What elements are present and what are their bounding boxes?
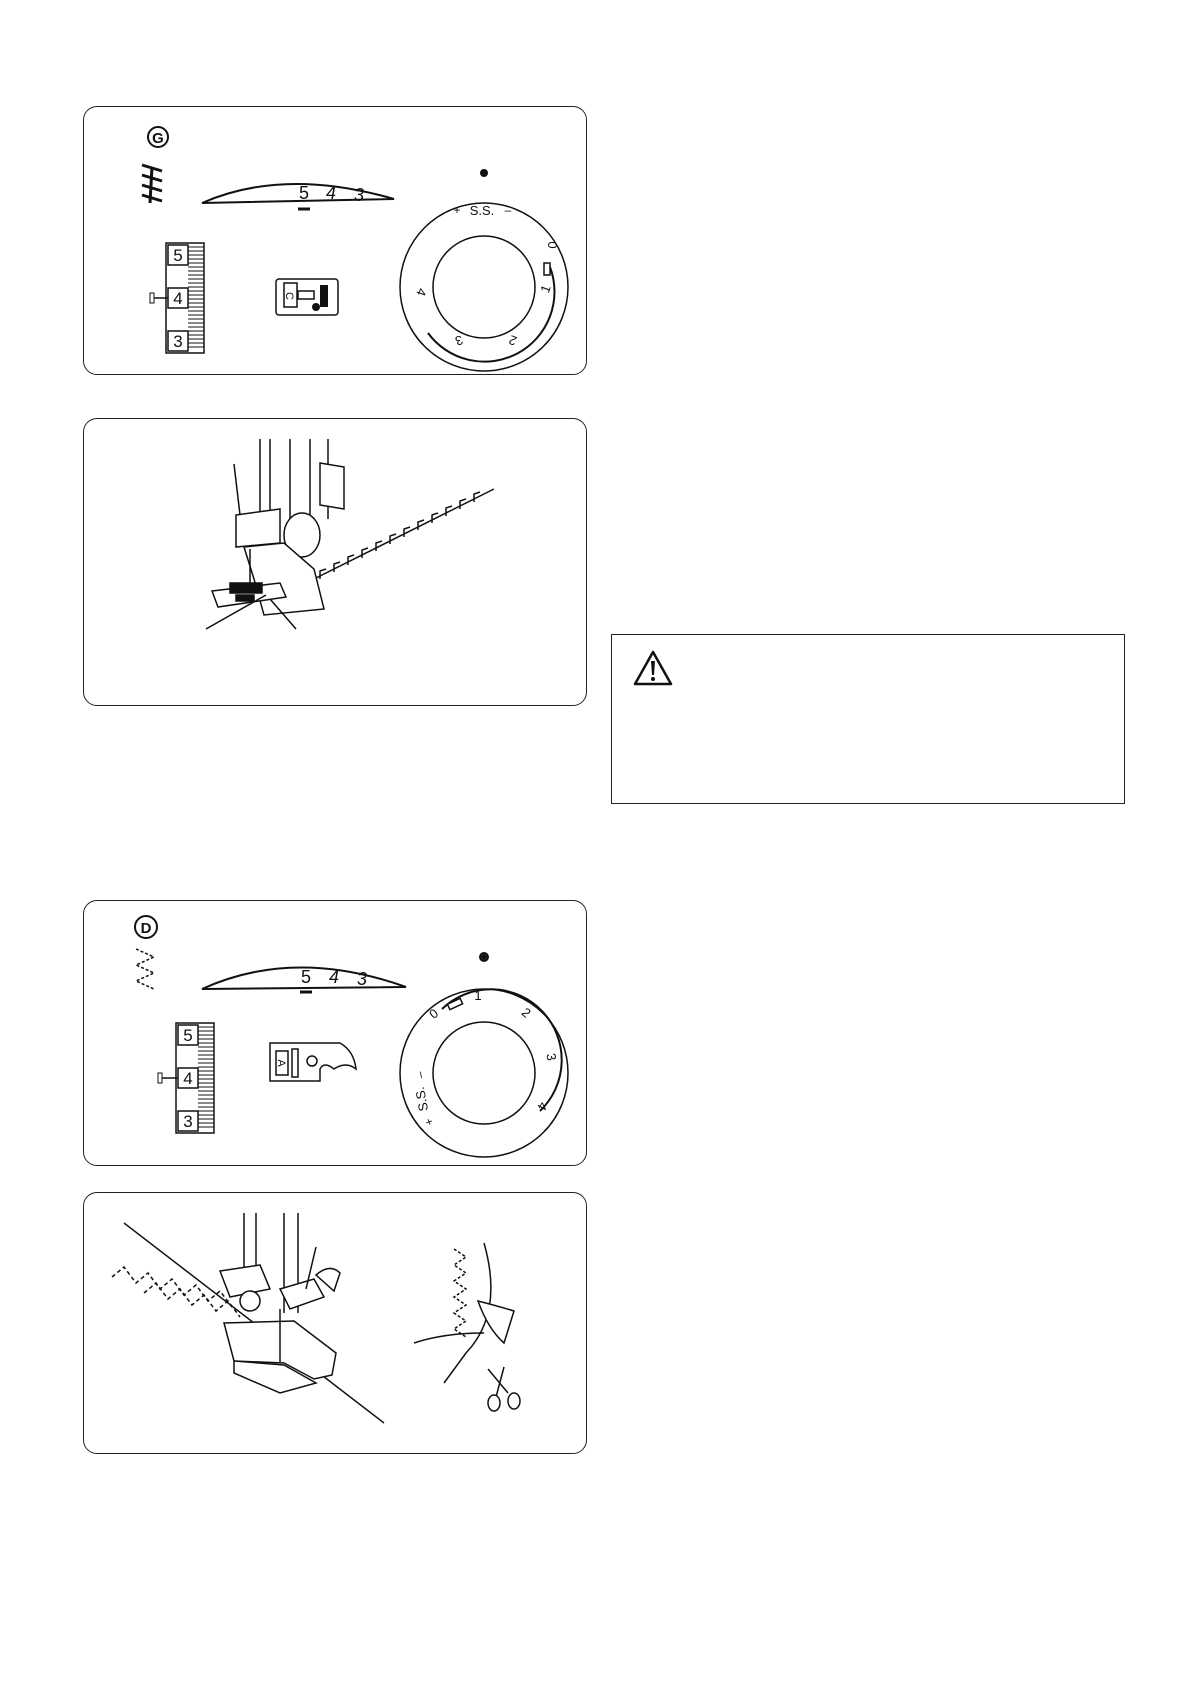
dial-4: 4 (413, 286, 430, 298)
dial-3: 3 (453, 332, 465, 349)
stitch-width-scale: 5 4 3 (201, 182, 395, 211)
width-scale-3: 3 (354, 185, 364, 205)
warning-box (611, 634, 1125, 804)
dial-1: 1 (537, 283, 554, 295)
stitch-length-scale: 5 4 3 (157, 1022, 215, 1134)
width-scale-4: 4 (326, 183, 336, 203)
presser-foot-a-icon: A (269, 1042, 357, 1082)
stitch-dial: + S.S. – 0 1 2 3 4 (399, 169, 569, 372)
length-scale-4: 4 (173, 289, 182, 308)
panel-d-settings: D 5 4 3 (83, 900, 587, 1166)
stitch-width-scale: 5 4 3 (201, 966, 407, 994)
dial-ss: S.S. (470, 203, 495, 218)
foot-letter-c: C (283, 292, 295, 300)
overcast-stitch-icon (141, 163, 163, 204)
stitch-length-scale: 5 4 3 (149, 242, 205, 354)
zigzag-stitch-icon (134, 948, 156, 990)
width-scale-5: 5 (301, 967, 311, 987)
dial-0: 0 (545, 241, 560, 248)
warning-triangle-icon (633, 650, 673, 686)
panel-g-letter: G (152, 130, 164, 147)
stitch-dial: 0 1 2 3 4 + S.S. – (399, 952, 569, 1158)
trim-edge-inset (413, 1242, 515, 1384)
panel-zigzag-illustration (83, 1192, 587, 1454)
length-scale-5: 5 (183, 1026, 192, 1045)
dial-minus: – (505, 203, 512, 217)
dial-3: 3 (543, 1052, 559, 1062)
foot-letter-a: A (275, 1059, 287, 1067)
panel-d-letter-badge: D (134, 915, 158, 939)
scissors-icon (487, 1366, 521, 1412)
overcast-sewing-illustration (205, 439, 495, 630)
width-scale-3: 3 (357, 969, 367, 989)
dial-ss: S.S. (412, 1086, 431, 1113)
panel-d-letter: D (141, 920, 152, 937)
length-scale-5: 5 (173, 246, 182, 265)
zigzag-sewing-illustration (111, 1213, 521, 1424)
dial-2: 2 (507, 332, 519, 349)
width-scale-4: 4 (329, 967, 339, 987)
length-scale-3: 3 (173, 332, 182, 351)
dial-plus: + (453, 203, 460, 217)
dial-1: 1 (474, 988, 481, 1003)
length-scale-4: 4 (183, 1069, 192, 1088)
width-scale-5: 5 (299, 183, 309, 203)
dial-plus: + (421, 1116, 437, 1127)
panel-overcast-illustration (83, 418, 587, 706)
panel-g-settings: G 5 4 3 (83, 106, 587, 375)
length-scale-3: 3 (183, 1112, 192, 1131)
dial-minus: – (412, 1070, 427, 1079)
panel-g-letter-badge: G (147, 126, 169, 148)
presser-foot-c-icon: C (275, 278, 339, 316)
